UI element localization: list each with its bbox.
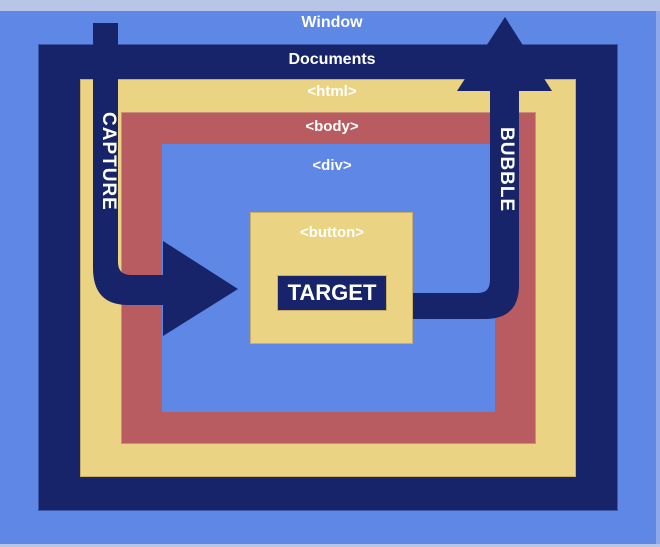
bubble-arrow-shaft: [413, 90, 519, 319]
bubble-arrow-head: [457, 17, 552, 91]
html-label: <html>: [307, 83, 357, 100]
bottom-strip: [0, 544, 660, 547]
body-label: <body>: [305, 118, 359, 135]
bubble-label: BUBBLE: [496, 127, 517, 213]
capture-arrow-head: [163, 241, 238, 336]
div-label: <div>: [312, 157, 352, 174]
bubble-arrow: [413, 17, 552, 319]
top-strip: [0, 0, 660, 11]
documents-label: Documents: [288, 51, 376, 68]
button-label: <button>: [299, 224, 365, 241]
right-strip: [656, 11, 660, 547]
window-label: Window: [301, 14, 363, 31]
capture-label: CAPTURE: [98, 112, 119, 211]
capture-arrow-shaft: [93, 23, 165, 305]
capture-arrow: [93, 23, 238, 336]
target-box: [277, 275, 387, 311]
target-label: TARGET: [287, 280, 377, 305]
